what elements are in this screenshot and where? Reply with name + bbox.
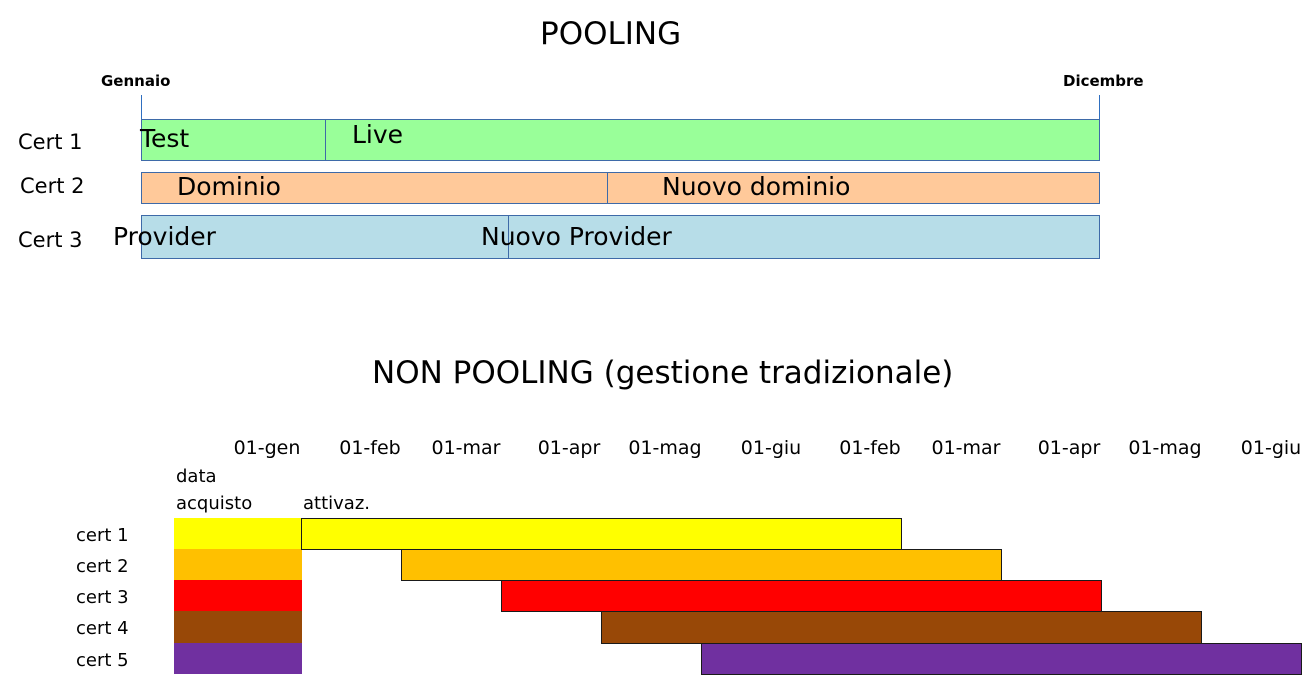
date-label: 01-giu [740, 437, 802, 459]
date-label: 01-apr [537, 437, 601, 459]
phase-provider: Provider [113, 222, 216, 251]
phase-dominio: Dominio [177, 172, 281, 201]
pooling-row-label-cert3: Cert 3 [18, 228, 83, 252]
validity-bar-cert4 [601, 611, 1202, 644]
activation-label: attivaz. [303, 493, 370, 514]
timeline-end-tick [1099, 95, 1100, 125]
pooling-bar-cert2 [141, 172, 1100, 204]
phase-live: Live [352, 120, 404, 149]
purchase-label-line1: data [176, 466, 217, 487]
timeline-end-label: Dicembre [1063, 72, 1144, 90]
purchase-label-line2: acquisto [176, 493, 253, 514]
cert-label-4: cert 4 [76, 618, 129, 639]
date-label: 01-mar [931, 437, 1001, 459]
pooling-bar-cert3 [141, 215, 1100, 259]
pooling-row-label-cert2: Cert 2 [20, 174, 85, 198]
validity-bar-cert1 [301, 518, 902, 550]
pooling-title: POOLING [540, 16, 682, 52]
pooling-divider-cert3 [508, 216, 509, 258]
pooling-divider-cert1 [325, 120, 326, 160]
date-label: 01-feb [339, 437, 401, 459]
date-label: 01-mag [628, 437, 702, 459]
date-label: 01-apr [1037, 437, 1101, 459]
cert-label-1: cert 1 [76, 525, 129, 546]
phase-nuovo-dominio: Nuovo dominio [662, 172, 851, 201]
date-label: 01-giu [1240, 437, 1302, 459]
date-label: 01-gen [233, 437, 301, 459]
timeline-start-label: Gennaio [101, 72, 171, 90]
pooling-divider-cert2 [607, 173, 608, 203]
validity-bar-cert5 [701, 643, 1302, 675]
purchase-swatch-cert2 [174, 549, 302, 580]
purchase-swatch-cert3 [174, 580, 302, 611]
date-label: 01-feb [839, 437, 901, 459]
phase-test: Test [140, 124, 190, 153]
cert-label-3: cert 3 [76, 587, 129, 608]
purchase-swatch-cert1 [174, 518, 302, 549]
phase-nuovo-provider: Nuovo Provider [481, 222, 672, 251]
cert-label-5: cert 5 [76, 650, 129, 671]
date-label: 01-mar [431, 437, 501, 459]
purchase-swatch-cert4 [174, 611, 302, 643]
pooling-row-label-cert1: Cert 1 [18, 130, 83, 154]
pooling-bar-cert1 [141, 119, 1100, 161]
purchase-swatch-cert5 [174, 643, 302, 674]
validity-bar-cert3 [501, 580, 1102, 612]
non-pooling-title: NON POOLING (gestione tradizionale) [372, 355, 954, 391]
timeline-start-tick [141, 95, 142, 125]
date-label: 01-mag [1128, 437, 1202, 459]
cert-label-2: cert 2 [76, 556, 129, 577]
validity-bar-cert2 [401, 549, 1002, 581]
